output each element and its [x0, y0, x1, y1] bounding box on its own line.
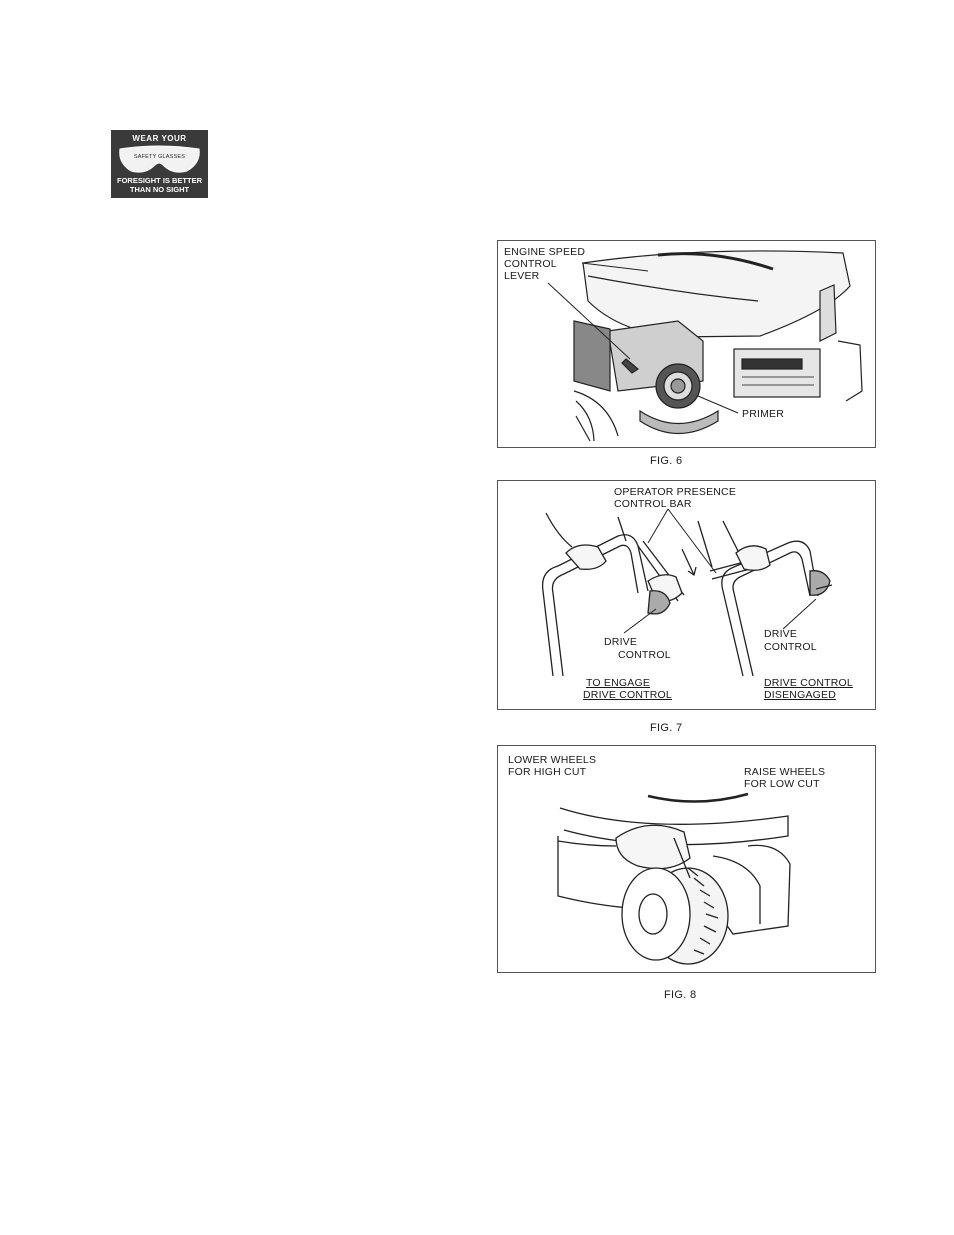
fig6-label-lever-2: CONTROL [504, 258, 557, 270]
fig7-label-drive-left-1: DRIVE [604, 636, 637, 648]
fig6-panel: ENGINE SPEED CONTROL LEVER PRIMER [497, 240, 876, 448]
fig7-label-disengaged-2: DISENGAGED [764, 689, 836, 701]
fig7-panel: OPERATOR PRESENCE CONTROL BAR DRIVE CONT… [497, 480, 876, 710]
fig7-label-disengaged-1: DRIVE CONTROL [764, 677, 853, 689]
badge-bottom-text-1: FORESIGHT IS BETTER [111, 176, 208, 185]
fig8-label-raise-1: RAISE WHEELS [744, 766, 825, 778]
fig7-label-drive-right-2: CONTROL [764, 641, 817, 653]
safety-glasses-badge: WEAR YOUR SAFETY GLASSES FORESIGHT IS BE… [111, 130, 208, 198]
fig7-caption: FIG. 7 [650, 722, 682, 734]
fig7-handle-illustration [498, 481, 875, 709]
fig6-engine-illustration [498, 241, 875, 447]
badge-bottom-text-2: THAN NO SIGHT [111, 185, 208, 194]
badge-glasses-text: SAFETY GLASSES [117, 154, 202, 160]
fig7-label-engage-1: TO ENGAGE [586, 677, 650, 689]
fig7-label-drive-left-2: CONTROL [618, 649, 671, 661]
fig8-label-lower-2: FOR HIGH CUT [508, 766, 586, 778]
fig7-label-bar-2: CONTROL BAR [614, 498, 692, 510]
badge-top-text: WEAR YOUR [111, 134, 208, 144]
fig6-label-primer: PRIMER [742, 408, 784, 420]
fig8-label-lower-1: LOWER WHEELS [508, 754, 596, 766]
fig6-label-lever-3: LEVER [504, 270, 539, 282]
fig7-label-bar-1: OPERATOR PRESENCE [614, 486, 736, 498]
fig6-label-lever-1: ENGINE SPEED [504, 246, 585, 258]
fig7-label-drive-right-1: DRIVE [764, 628, 797, 640]
fig8-label-raise-2: FOR LOW CUT [744, 778, 820, 790]
fig6-caption: FIG. 6 [650, 455, 682, 467]
fig8-panel: LOWER WHEELS FOR HIGH CUT RAISE WHEELS F… [497, 745, 876, 973]
fig7-label-engage-2: DRIVE CONTROL [583, 689, 672, 701]
fig8-caption: FIG. 8 [664, 989, 696, 1001]
